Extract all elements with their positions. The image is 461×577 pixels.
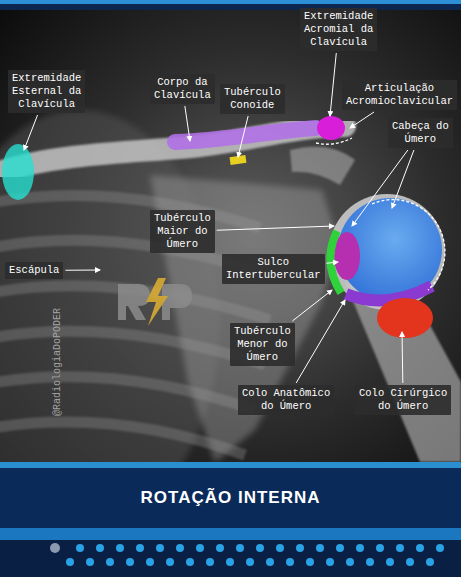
footer-dot [166, 558, 174, 566]
callout-box: Cabeça do Úmero [388, 118, 453, 148]
callout-text: Tubérculo Conoide [224, 86, 281, 112]
footer-dot [346, 558, 354, 566]
leader-line [350, 112, 374, 128]
footer-dot [386, 558, 394, 566]
footer-dot [116, 544, 124, 552]
footer-dot [316, 544, 324, 552]
footer-dot [286, 558, 294, 566]
footer-dot [76, 544, 84, 552]
footer-dot [136, 544, 144, 552]
callout-box: Corpo da Clavícula [150, 74, 215, 104]
footer-dot [156, 544, 164, 552]
leader-line [330, 53, 336, 116]
footer-dot [86, 558, 94, 566]
footer-dot [296, 544, 304, 552]
footer-dot [176, 544, 184, 552]
callout-box: Escápula [5, 262, 63, 279]
callout-text: Colo Cirúrgico do Úmero [359, 387, 447, 413]
callout-text: Cabeça do Úmero [392, 120, 449, 146]
callout-text: Articulação Acromioclavicular [346, 82, 453, 108]
footer-dot [306, 558, 314, 566]
footer-dot [106, 558, 114, 566]
leader-line [292, 290, 332, 321]
callout-text: Tubérculo Maior do Úmero [154, 212, 211, 251]
leader-line [238, 116, 248, 157]
footer-dot [236, 544, 244, 552]
footer-dot [276, 544, 284, 552]
footer-dot [146, 558, 154, 566]
footer-dot [356, 544, 364, 552]
footer-dot [96, 544, 104, 552]
leader-line [217, 226, 334, 230]
leader-line [65, 270, 100, 271]
callout-box: Tubérculo Conoide [220, 84, 285, 114]
footer-dot [226, 558, 234, 566]
watermark: @RadiologiaDoPODER [52, 308, 63, 416]
footer-dot [50, 543, 60, 553]
leader-line [24, 115, 38, 150]
caption-title: ROTAÇÃO INTERNA [0, 468, 461, 528]
footer-dot [246, 558, 254, 566]
callout-box: Sulco Intertubercular [222, 254, 325, 284]
leader-line [402, 332, 404, 383]
footer-dot [416, 544, 424, 552]
footer-dot [326, 558, 334, 566]
footer-dot [336, 544, 344, 552]
footer-dot [436, 544, 444, 552]
leader-line [296, 300, 345, 383]
footer-dot [206, 558, 214, 566]
footer-dot [266, 558, 274, 566]
leader-line [185, 106, 190, 141]
footer-dot [196, 544, 204, 552]
leader-line [327, 262, 339, 263]
callout-text: Escápula [9, 264, 59, 277]
callout-box: Colo Cirúrgico do Úmero [355, 385, 451, 415]
footer-dot [216, 544, 224, 552]
leader-line [392, 150, 414, 208]
footer-dot [426, 558, 434, 566]
footer-dot [376, 544, 384, 552]
callout-box: Articulação Acromioclavicular [342, 80, 457, 110]
footer-dot [256, 544, 264, 552]
callout-box: Tubérculo Menor do Úmero [230, 323, 295, 366]
callout-text: Corpo da Clavícula [154, 76, 211, 102]
footer-dot [396, 544, 404, 552]
callout-box: Extremidade Acromial da Clavícula [300, 8, 377, 51]
footer-dot [406, 558, 414, 566]
footer-dot [186, 558, 194, 566]
callout-text: Colo Anatômico do Úmero [242, 387, 330, 413]
footer-dot [66, 558, 74, 566]
callout-text: Sulco Intertubercular [226, 256, 321, 282]
footer-dot [126, 558, 134, 566]
callout-text: Tubérculo Menor do Úmero [234, 325, 291, 364]
callout-box: Colo Anatômico do Úmero [238, 385, 334, 415]
footer-dot [366, 558, 374, 566]
callout-box: Tubérculo Maior do Úmero [150, 210, 215, 253]
callout-text: Extremidade Acromial da Clavícula [304, 10, 373, 49]
callout-box: Extremidade Esternal da Clavícula [8, 70, 85, 113]
callout-text: Extremidade Esternal da Clavícula [12, 72, 81, 111]
